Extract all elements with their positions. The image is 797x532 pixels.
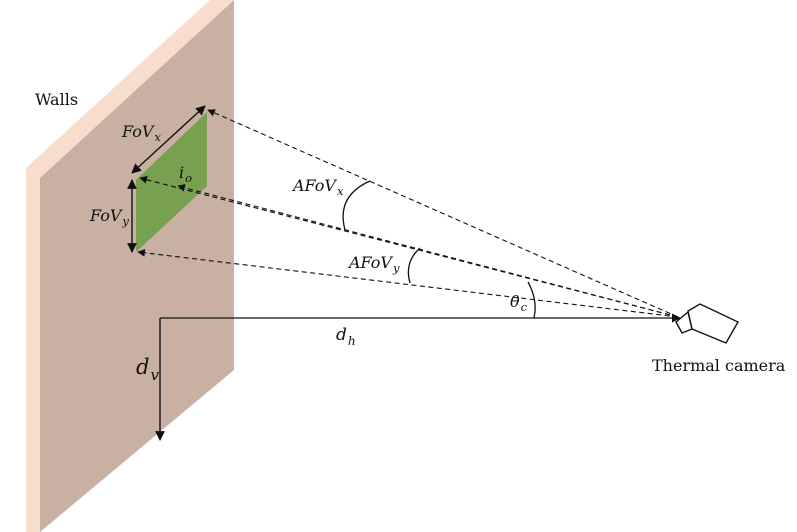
afov-x-label: AFoVx	[293, 176, 343, 198]
afov-x-base: AFoV	[293, 176, 336, 195]
wall-edge	[26, 0, 234, 178]
ray-top-left	[139, 176, 679, 318]
ray-bottom	[137, 249, 679, 318]
afov-y-sub: y	[392, 261, 400, 276]
afov-y-arc	[407, 247, 421, 284]
afov-y-base: AFoV	[349, 253, 392, 272]
dh-base: d	[336, 325, 347, 345]
wall-side	[26, 168, 40, 532]
fov-x-arrow	[131, 105, 206, 174]
i-o-base: i	[179, 163, 185, 182]
dv-label: dv	[136, 355, 159, 383]
dv-base: d	[136, 355, 150, 379]
fov-x-sub: x	[154, 130, 161, 145]
theta-c-arc	[527, 281, 536, 319]
dh-label: dh	[336, 325, 356, 347]
fov-y-base: FoV	[90, 206, 122, 225]
fov-y-label: FoVy	[90, 206, 129, 228]
fov-x-label: FoVx	[122, 122, 161, 144]
thermal-camera-label: Thermal camera	[652, 356, 786, 375]
afov-y-label: AFoVy	[349, 253, 399, 275]
theta-c-label: θc	[510, 292, 527, 314]
fov-x-base: FoV	[122, 122, 154, 141]
dh-sub: h	[347, 333, 356, 348]
fov-y-sub: y	[122, 214, 129, 229]
theta-c-sub: c	[520, 300, 528, 315]
dv-sub: v	[150, 365, 159, 384]
i-o-label: io	[179, 163, 192, 185]
afov-x-arc	[342, 180, 371, 231]
afov-x-sub: x	[336, 184, 344, 199]
i-o-sub: o	[185, 171, 193, 186]
ray-top	[207, 109, 679, 318]
walls-label: Walls	[35, 90, 79, 109]
ray-center	[177, 184, 679, 318]
thermal-camera-icon	[675, 303, 739, 344]
theta-c-base: θ	[510, 292, 520, 311]
